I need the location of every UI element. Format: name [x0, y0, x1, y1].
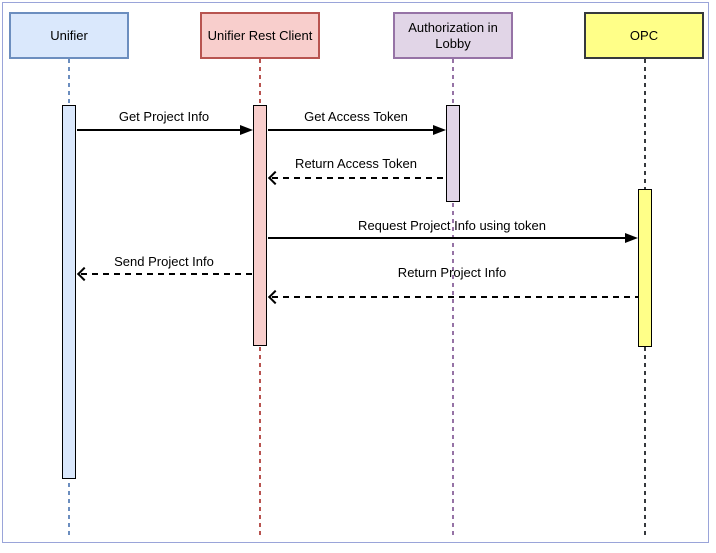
message-label: Request Project Info using token [358, 218, 546, 233]
message-line [81, 273, 253, 275]
participant-label-unifier: Unifier [50, 27, 88, 43]
participant-box-opc: OPC [584, 12, 704, 59]
message-label: Return Project Info [397, 265, 507, 280]
message-line [272, 296, 638, 298]
message-label: Send Project Info [114, 254, 214, 269]
activation-bar-authorization-in-lobby [446, 105, 460, 202]
message-line [268, 237, 626, 239]
message-line [77, 129, 241, 131]
message-label: Return Access Token [295, 156, 417, 171]
participant-box-authorization-in-lobby: Authorization in Lobby [393, 12, 513, 59]
arrowhead-filled-icon [433, 125, 446, 135]
message-label: Get Access Token [304, 109, 408, 124]
participant-label-opc: OPC [629, 27, 659, 43]
participant-box-unifier: Unifier [9, 12, 129, 59]
message-label: Get Project Info [118, 109, 210, 124]
activation-bar-unifier [62, 105, 76, 479]
activation-bar-unifier-rest-client [253, 105, 267, 346]
arrowhead-filled-icon [240, 125, 253, 135]
message-line [272, 177, 446, 179]
lifeline-authorization-in-lobby [452, 59, 454, 538]
participant-box-unifier-rest-client: Unifier Rest Client [200, 12, 320, 59]
page-border [2, 2, 709, 543]
message-line [268, 129, 434, 131]
participant-label-authorization-in-lobby: Authorization in Lobby [408, 19, 498, 51]
activation-bar-opc [638, 189, 652, 347]
arrowhead-filled-icon [625, 233, 638, 243]
participant-label-unifier-rest-client: Unifier Rest Client [207, 27, 313, 43]
